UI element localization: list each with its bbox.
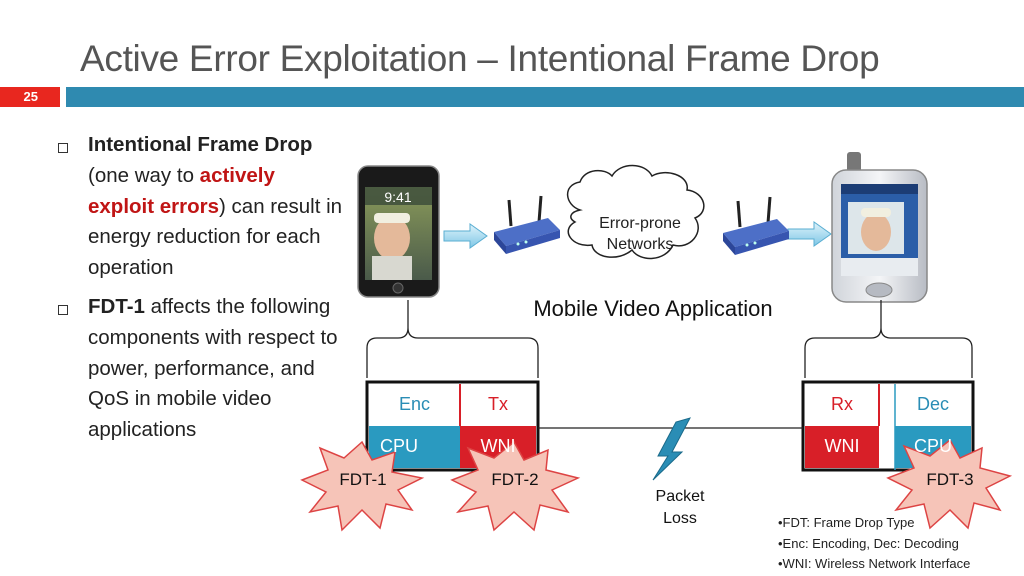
bullet-text: (one way to (88, 163, 200, 187)
cloud-label: Error-prone Networks (599, 215, 681, 253)
lightning-bolt-icon (652, 417, 691, 481)
dec-label: Dec (916, 394, 949, 414)
tx-label: Tx (488, 394, 508, 414)
bullet-bold-term: Intentional Frame Drop (88, 133, 313, 156)
bullet-intentional-frame-drop: Intentional Frame Drop (one way to activ… (58, 130, 343, 284)
footnote: •FDT: Frame Drop Type (778, 515, 915, 530)
burst-fdt1 (300, 440, 425, 532)
arrow-phone-to-router (443, 223, 488, 249)
rx-label: Rx (831, 394, 853, 414)
wireless-router-icon (494, 195, 560, 254)
fdt3-label: FDT-3 (926, 470, 974, 489)
slide-number-bar (0, 87, 60, 107)
phone-time: 9:41 (384, 189, 411, 205)
cpu-label: CPU (379, 436, 418, 456)
bullet-highlight: actively exploit errors (88, 163, 275, 218)
wni-label: WNI (824, 436, 860, 456)
iphone-icon: 9:41 (357, 165, 440, 298)
footnotes: •FDT: Frame Drop Type •Enc: Encoding, De… (778, 513, 970, 575)
brace-left (366, 300, 539, 378)
cloud-icon (566, 164, 705, 260)
slide-number: 25 (23, 89, 38, 104)
burst-fdt2 (450, 440, 581, 532)
bullet-list: Intentional Frame Drop (one way to activ… (58, 130, 343, 454)
square-bullet-icon (58, 304, 68, 315)
brace-right (804, 300, 973, 378)
arrow-router-to-pda (787, 221, 832, 247)
slide-title: Active Error Exploitation – Intentional … (80, 38, 880, 79)
packet-loss-label: Packet Loss (655, 488, 705, 527)
burst-fdt3 (886, 438, 1013, 530)
footnote: •Enc: Encoding, Dec: Decoding (778, 535, 959, 551)
square-bullet-icon (58, 143, 68, 153)
pda-icon (831, 152, 928, 303)
title-underline-bar (66, 87, 1024, 107)
footnote: •WNI: Wireless Network Interface (778, 556, 971, 571)
app-label: Mobile Video Application (533, 296, 773, 321)
bullet-fdt1: FDT-1 affects the following components w… (58, 292, 343, 446)
wni-label: WNI (480, 436, 516, 456)
wireless-router-icon (723, 196, 789, 255)
bullet-bold-term: FDT-1 (88, 294, 145, 318)
bullet-text: affects the following components with re… (88, 294, 338, 442)
receiver-block (801, 380, 975, 472)
fdt2-label: FDT-2 (491, 470, 539, 489)
fdt1-label: FDT-1 (339, 470, 387, 489)
enc-label: Enc (398, 394, 431, 414)
bullet-text: ) can result in energy reduction for eac… (88, 194, 343, 280)
cpu-label: CPU (913, 436, 952, 456)
